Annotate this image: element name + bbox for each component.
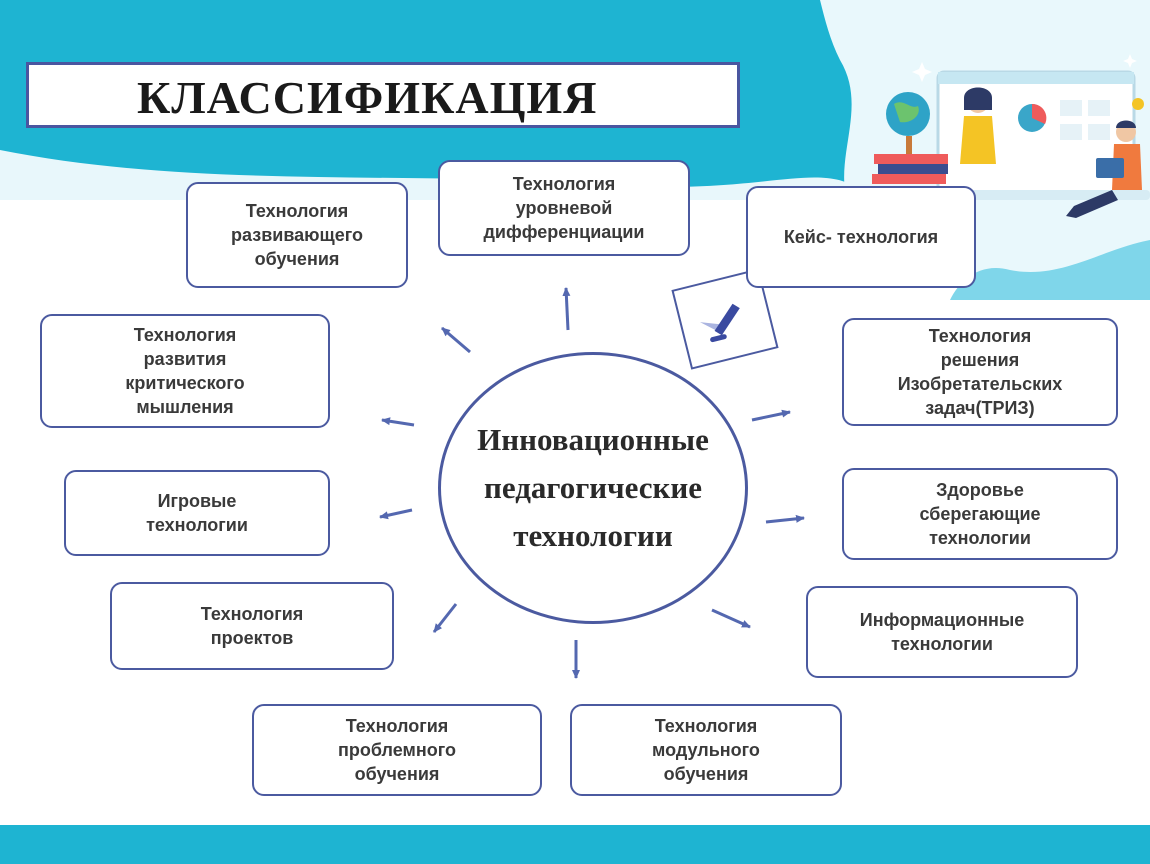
box-problemnoe: Технология проблемного обучения: [252, 704, 542, 796]
pencil-check-icon: [700, 303, 740, 343]
box-kriticheskoe: Технология развития критического мышлени…: [40, 314, 330, 428]
title-box: КЛАССИФИКАЦИЯ: [26, 62, 740, 128]
box-triz: Технология решения Изобретательских зада…: [842, 318, 1118, 426]
box-igrovye: Игровые технологии: [64, 470, 330, 556]
checkmark-stamp: [671, 268, 779, 370]
center-circle: Инновационные педагогические технологии: [438, 352, 748, 624]
box-zdorovye: Здоровье сберегающие технологии: [842, 468, 1118, 560]
box-informatsionnye: Информационные технологии: [806, 586, 1078, 678]
box-modulnoe: Технология модульного обучения: [570, 704, 842, 796]
box-razvivayushchee: Технология развивающего обучения: [186, 182, 408, 288]
box-proekty: Технология проектов: [110, 582, 394, 670]
wave-accent: [950, 240, 1150, 300]
box-urovnevaya: Технология уровневой дифференциации: [438, 160, 690, 256]
people-laptop-illustration: [872, 54, 1150, 218]
box-keis: Кейс- технология: [746, 186, 976, 288]
page-title: КЛАССИФИКАЦИЯ: [137, 72, 598, 123]
bottom-band: [0, 825, 1150, 864]
